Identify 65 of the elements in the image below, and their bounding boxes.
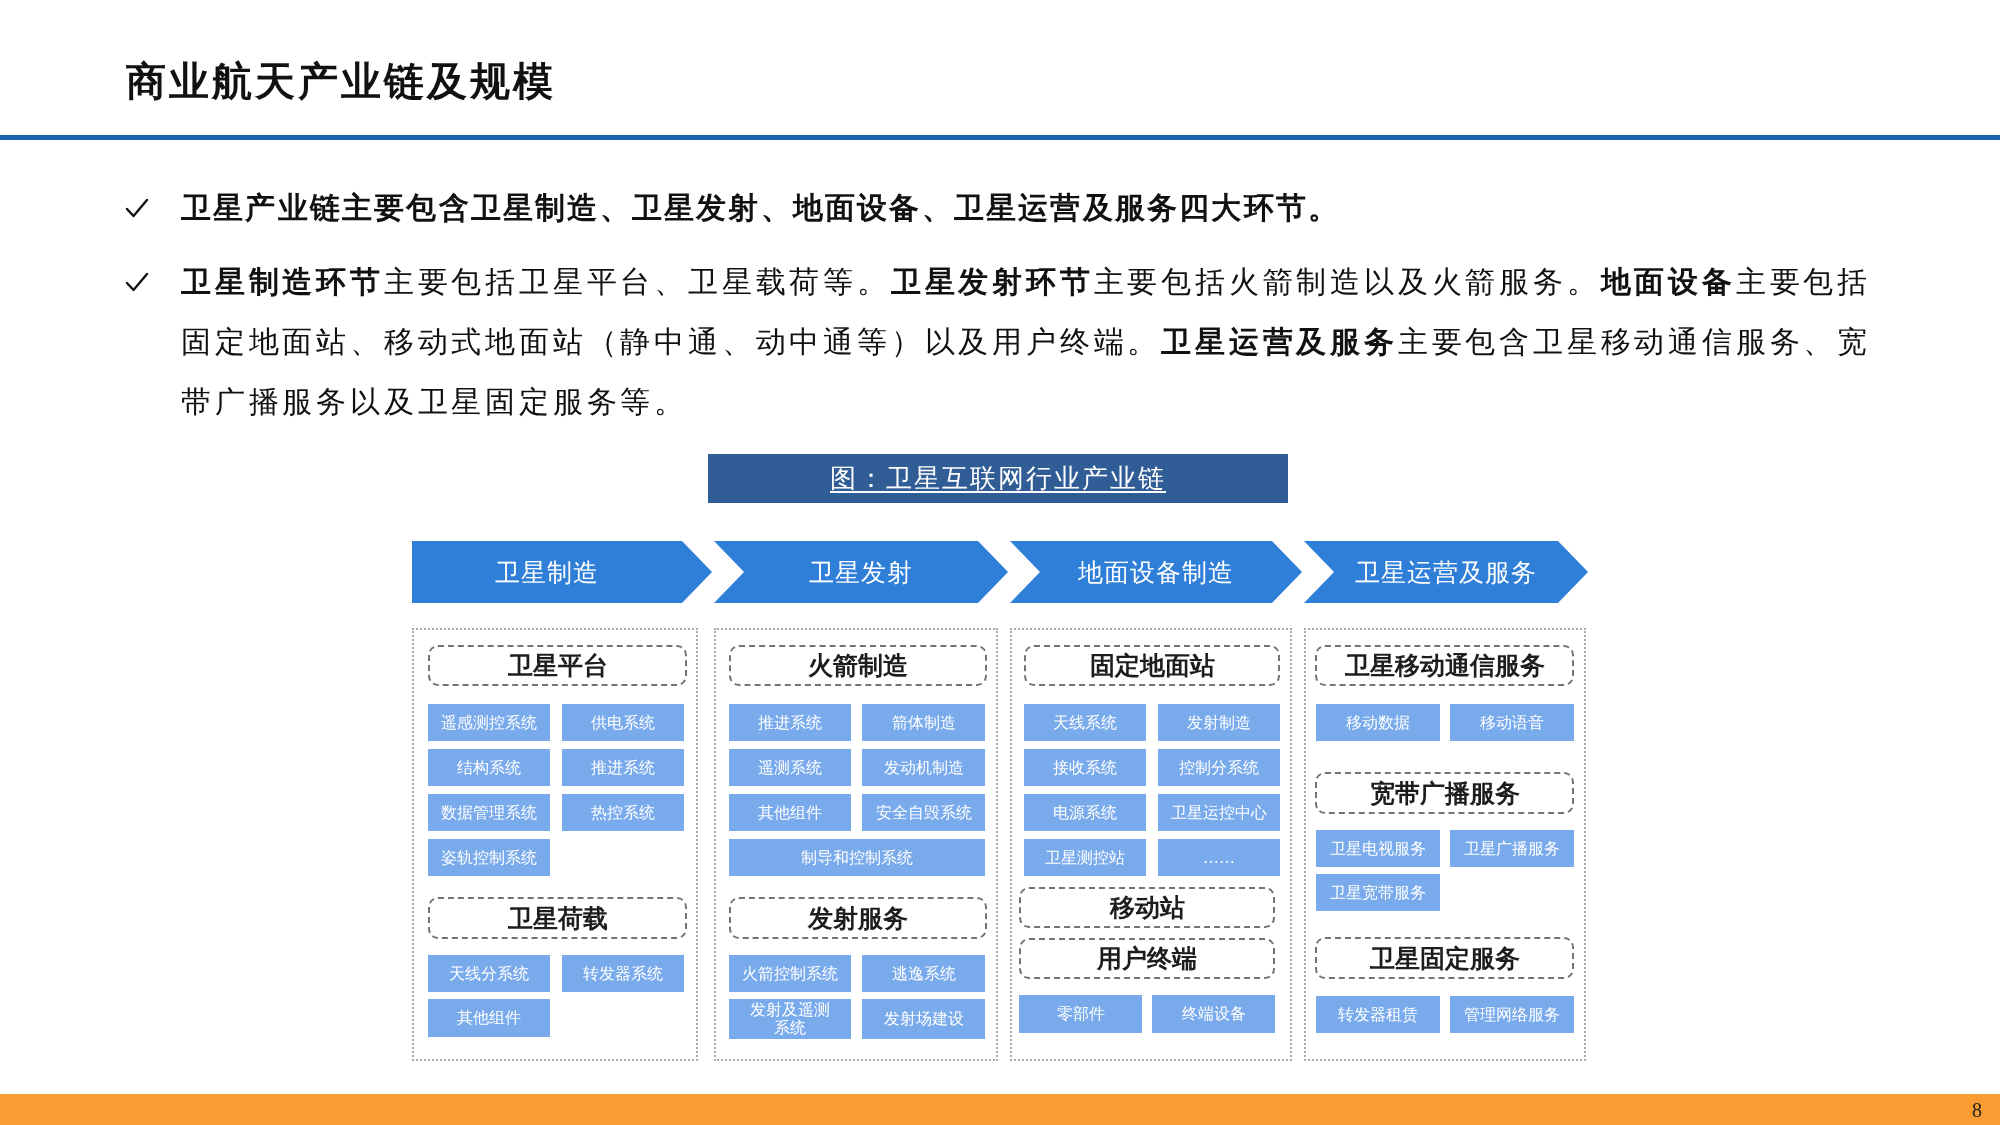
figure-title: 图：卫星互联网行业产业链 (708, 454, 1288, 503)
component-tile: 零部件 (1019, 995, 1142, 1033)
category-header: 卫星平台 (428, 645, 687, 686)
component-tile: 转发器租赁 (1316, 996, 1440, 1033)
category-header: 宽带广播服务 (1315, 772, 1574, 814)
component-tile: 电源系统 (1024, 794, 1146, 831)
dotted-panel (1010, 628, 1292, 1061)
component-tile: 终端设备 (1152, 995, 1275, 1033)
component-tile: 遥感测控系统 (428, 704, 550, 741)
component-tile: 卫星测控站 (1024, 839, 1146, 876)
component-tile: 发射制造 (1158, 704, 1280, 741)
component-tile: 推进系统 (729, 704, 851, 741)
category-header: 卫星移动通信服务 (1315, 645, 1574, 686)
dotted-panel (412, 628, 698, 1061)
category-header: 卫星固定服务 (1315, 937, 1574, 979)
chevron-step (714, 541, 1008, 603)
step-title: 卫星发射 (809, 556, 913, 589)
component-tile: 发动机制造 (862, 749, 985, 786)
category-header: 卫星荷载 (428, 897, 687, 939)
component-tile: 逃逸系统 (862, 955, 985, 992)
step-title: 卫星运营及服务 (1355, 556, 1537, 589)
category-header: 发射服务 (729, 897, 987, 939)
component-tile: 其他组件 (729, 794, 851, 831)
component-tile: 卫星广播服务 (1450, 830, 1574, 867)
component-tile: 发射场建设 (862, 999, 985, 1039)
chevron-step (1304, 541, 1588, 603)
category-header: 移动站 (1019, 887, 1275, 928)
component-tile: …… (1158, 839, 1280, 876)
component-tile: 箭体制造 (862, 704, 985, 741)
component-tile: 天线系统 (1024, 704, 1146, 741)
component-tile: 制导和控制系统 (729, 839, 985, 876)
component-tile: 安全自毁系统 (862, 794, 985, 831)
component-tile: 卫星电视服务 (1316, 830, 1440, 867)
component-tile: 天线分系统 (428, 955, 550, 992)
component-tile: 姿轨控制系统 (428, 839, 550, 876)
category-header: 火箭制造 (729, 645, 987, 686)
component-tile: 移动语音 (1450, 704, 1574, 741)
component-tile: 卫星运控中心 (1158, 794, 1280, 831)
component-tile: 接收系统 (1024, 749, 1146, 786)
component-tile: 火箭控制系统 (729, 955, 851, 992)
component-tile: 数据管理系统 (428, 794, 550, 831)
bullet-text: 卫星制造环节主要包括卫星平台、卫星载荷等。卫星发射环节主要包括火箭制造以及火箭服务。地面设备主要包括固定地面站、移动式地面站（静中通、动中通等）以及用户终端。卫星运营及服务主要包含卫星移动通信服务、宽带广播服务以及卫星固定服务等。 (181, 264, 1873, 420)
component-tile: 结构系统 (428, 749, 550, 786)
chevron-step (412, 541, 712, 603)
dotted-panel (1304, 628, 1586, 1061)
component-tile: 供电系统 (562, 704, 684, 741)
component-tile: 热控系统 (562, 794, 684, 831)
component-tile: 其他组件 (428, 999, 550, 1037)
component-tile: 发射及遥测系统 (729, 999, 851, 1039)
bullet-text: 卫星产业链主要包含卫星制造、卫星发射、地面设备、卫星运营及服务四大环节。 (181, 190, 1342, 226)
component-tile: 管理网络服务 (1450, 996, 1574, 1033)
component-tile: 推进系统 (562, 749, 684, 786)
component-tile: 转发器系统 (562, 955, 684, 992)
category-header: 用户终端 (1019, 938, 1275, 979)
dotted-panel (714, 628, 998, 1061)
category-header: 固定地面站 (1024, 645, 1280, 686)
chevron-step (1010, 541, 1302, 603)
page-title: 商业航天产业链及规模 (126, 58, 556, 106)
component-tile: 遥测系统 (729, 749, 851, 786)
component-tile: 卫星宽带服务 (1316, 874, 1440, 911)
component-tile: 控制分系统 (1158, 749, 1280, 786)
step-title: 卫星制造 (495, 556, 599, 589)
step-title: 地面设备制造 (1078, 556, 1234, 589)
component-tile: 移动数据 (1316, 704, 1440, 741)
page-number: 8 (1972, 1098, 1982, 1122)
